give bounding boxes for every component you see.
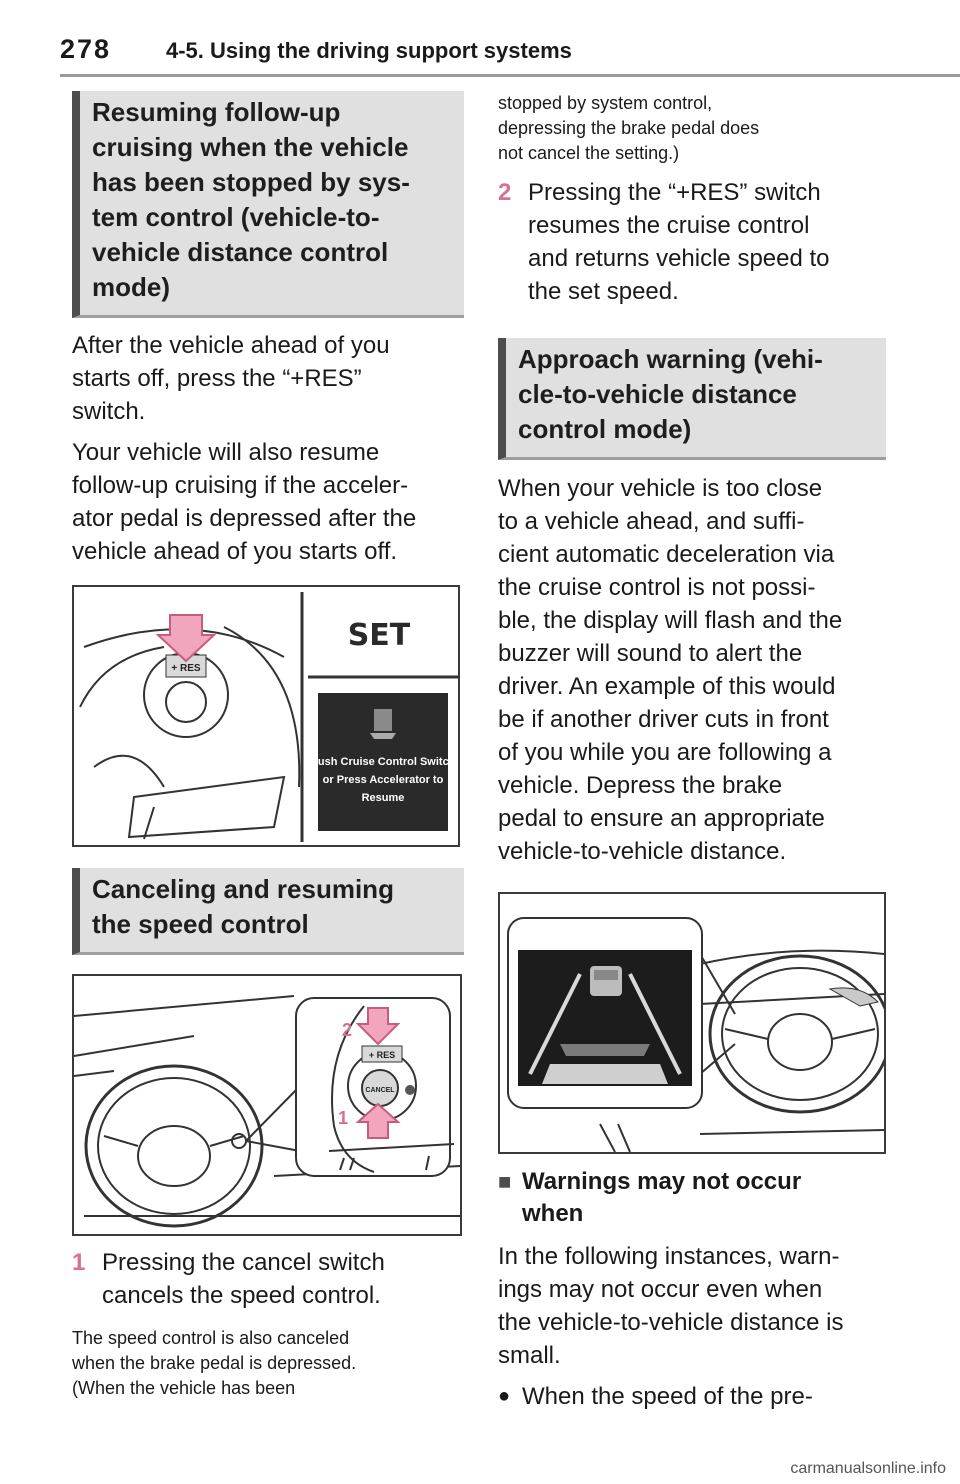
section-title: 4-5. Using the driving support systems — [166, 38, 572, 63]
text-line: vehicle ahead of you starts off. — [72, 538, 398, 565]
text-line: the vehicle-to-vehicle distance is — [498, 1309, 844, 1336]
text-line: buzzer will sound to alert the — [498, 640, 803, 667]
text-line: stopped by system control, — [498, 93, 713, 113]
step-text: Pressing the “+RES” switch resumes the c… — [528, 176, 888, 308]
text-line: ator pedal is depressed after the — [72, 505, 417, 532]
note-brake-cancel: The speed control is also canceled when … — [72, 1326, 464, 1401]
text-line: the set speed. — [528, 278, 679, 305]
heading-line: mode) — [92, 272, 170, 302]
text-line: The speed control is also canceled — [72, 1328, 350, 1348]
text-line: the cruise control is not possi- — [498, 574, 816, 601]
watermark: carmanualsonline.info — [790, 1460, 946, 1477]
text-line: starts off, press the “+RES” — [72, 365, 362, 392]
heading-line: has been stopped by sys- — [92, 167, 410, 197]
text-line: After the vehicle ahead of you — [72, 332, 390, 359]
heading-line: vehicle distance control — [92, 237, 389, 267]
text-line: pedal to ensure an appropriate — [498, 805, 825, 832]
step-2: 2 Pressing the “+RES” switch resumes the… — [498, 176, 888, 308]
heading-line: control mode) — [518, 414, 692, 444]
text-line: ings may not occur even when — [498, 1276, 823, 1303]
header-rule — [60, 74, 960, 77]
step-1: 1 Pressing the cancel switch cancels the… — [72, 1246, 464, 1312]
text-line: when — [522, 1200, 584, 1227]
callout-2: 2 — [342, 1020, 352, 1040]
res-label: + RES — [369, 1050, 395, 1060]
text-line: When your vehicle is too close — [498, 475, 823, 502]
text-line: Pressing the cancel switch — [102, 1249, 385, 1276]
step-number: 2 — [498, 179, 512, 206]
step-text: Pressing the cancel switch cancels the s… — [102, 1246, 464, 1312]
figure-cancel-switch: CANCEL + RES 2 1 — [72, 974, 462, 1236]
paragraph-warning-instances: In the following instances, warn- ings m… — [498, 1240, 888, 1372]
text-line: In the following instances, warn- — [498, 1243, 840, 1270]
heading-canceling-resuming: Canceling and resuming the speed control — [72, 868, 464, 955]
page-number: 278 — [60, 34, 112, 64]
text-line: resumes the cruise control — [528, 212, 810, 239]
text-line: depressing the brake pedal does — [498, 118, 760, 138]
text-line: small. — [498, 1342, 561, 1369]
text-line: Your vehicle will also resume — [72, 439, 380, 466]
figure-res-switch-display: + RES SET Push Cruise Control Switch or … — [72, 585, 460, 847]
text-line: to a vehicle ahead, and suffi- — [498, 508, 805, 535]
heading-line: Canceling and resuming — [92, 874, 394, 904]
heading-line: Approach warning (vehi- — [518, 344, 823, 374]
cancel-switch-label: CANCEL — [365, 1087, 395, 1094]
text-line: cancels the speed control. — [102, 1282, 381, 1309]
text-line: vehicle-to-vehicle distance. — [498, 838, 787, 865]
text-line: be if another driver cuts in front — [498, 706, 829, 733]
heading-line: cruising when the vehicle — [92, 132, 409, 162]
bullet-dot-icon: ● — [498, 1385, 511, 1407]
paragraph-press-res: After the vehicle ahead of you starts of… — [72, 329, 464, 428]
note-continued: stopped by system control, depressing th… — [498, 91, 888, 166]
text-line: and returns vehicle speed to — [528, 245, 830, 272]
heading-approach-warning: Approach warning (vehi- cle-to-vehicle d… — [498, 338, 886, 460]
text-line: follow-up cruising if the acceler- — [72, 472, 409, 499]
callout-1: 1 — [338, 1108, 348, 1128]
subheading-text: Warnings may not occur when — [522, 1166, 801, 1230]
text-line: (When the vehicle has been — [72, 1378, 296, 1398]
subheading-warnings-may-not-occur: ■ Warnings may not occur when — [498, 1166, 888, 1230]
figure-approach-warning-display — [498, 892, 886, 1154]
text-line: ble, the display will flash and the — [498, 607, 843, 634]
left-column: Resuming follow-up cruising when the veh… — [72, 91, 464, 1401]
display-line-3: Resume — [362, 792, 405, 804]
heading-line: the speed control — [92, 909, 309, 939]
set-indicator: SET — [348, 618, 411, 653]
display-line-1: Push Cruise Control Switch — [311, 756, 456, 768]
paragraph-approach-warning: When your vehicle is too close to a vehi… — [498, 472, 888, 868]
display-line-2: or Press Accelerator to — [323, 774, 444, 786]
text-line: driver. An example of this would — [498, 673, 836, 700]
text-line: cient automatic deceleration via — [498, 541, 835, 568]
right-column: stopped by system control, depressing th… — [498, 91, 888, 1413]
bullet-item: ● When the speed of the pre- — [498, 1380, 888, 1413]
bullet-text: When the speed of the pre- — [522, 1383, 813, 1410]
heading-resuming-follow-up: Resuming follow-up cruising when the veh… — [72, 91, 464, 318]
text-line: when the brake pedal is depressed. — [72, 1353, 357, 1373]
square-bullet-icon: ■ — [498, 1169, 512, 1194]
heading-line: tem control (vehicle-to- — [92, 202, 380, 232]
text-line: vehicle. Depress the brake — [498, 772, 783, 799]
paragraph-accelerator-resume: Your vehicle will also resume follow-up … — [72, 436, 464, 568]
page-header: 278 4-5. Using the driving support syste… — [60, 30, 960, 77]
res-switch-label: + RES — [171, 663, 201, 674]
text-line: Pressing the “+RES” switch — [528, 179, 821, 206]
step-number: 1 — [72, 1249, 86, 1276]
heading-line: Resuming follow-up — [92, 97, 341, 127]
text-line: not cancel the setting.) — [498, 143, 680, 163]
text-line: switch. — [72, 398, 146, 425]
heading-line: cle-to-vehicle distance — [518, 379, 797, 409]
text-line: Warnings may not occur — [522, 1168, 802, 1195]
text-line: of you while you are following a — [498, 739, 832, 766]
